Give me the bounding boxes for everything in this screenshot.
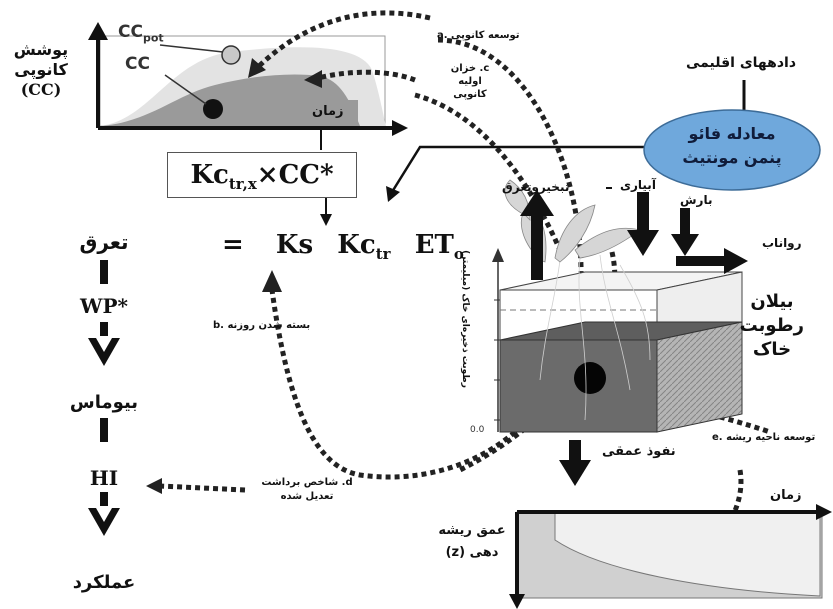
kc-rest: ×CC* [256,160,334,190]
root-zone-marker [574,362,606,394]
arrow-adjusted-hi [159,483,246,493]
irrigation-label: آبیاری [620,178,656,192]
annotation-a: a. توسعه کانوپی [437,30,520,41]
cc-x-axis-label: زمان [312,104,344,119]
wp-label: WP* [80,294,128,318]
kc-formula-box: Kctr,x×CC* [167,152,357,198]
hi-label: HI [89,466,119,490]
penman-monteith-ellipse [643,109,821,191]
cc-marker [203,99,223,119]
cc-pot-sub: pot [142,31,164,45]
climate-data-label: دادههای اقلیمی [686,55,797,71]
water-flow-arrows [520,190,748,486]
annotation-c: c. خزان اولیه کانوپی [440,62,500,101]
deep-percolation-label: نفوذ عمقی [602,444,676,459]
left-chain-arrows [88,260,120,536]
soil-y-axis-label: رطوبت ذخیره‌ای خاک (میلیمتر) [460,250,470,388]
annotation-e: e. توسعه ناحیه ریشه [712,432,816,443]
cc-y-axis-label: پوشش کانوپی (CC) [6,40,76,100]
runoff-label: رواناب [762,236,802,250]
root-depth-line2: دهی (z) [445,545,499,560]
arrow-senescence-2 [414,92,563,252]
ellipse-line2: پنمن مونتیث [682,148,782,167]
cc-y-label-line1: پوشش [13,40,69,59]
biomass-label: بیوماس [69,392,139,413]
eq-kctr: Kctr [337,230,391,264]
cc-pot-label: CCpot [118,22,164,44]
kc-sub: tr,x [228,175,257,194]
balance-line2: رطوبت [739,315,804,336]
balance-line1: بیلان [750,291,794,312]
cc-area [100,74,360,126]
eq-kctr-main: Kc [337,230,376,260]
root-time-label: زمان [770,488,802,503]
soil-block [492,248,743,433]
root-depth-chart [509,504,832,609]
eq-eto-sub: o [453,245,464,264]
yield-label: عملکرد [72,572,136,593]
ellipse-line1: معادله فائو [688,124,776,143]
rain-label: بارش [680,193,713,207]
soil-zero-tick: 0.0 [470,425,485,435]
cc-y-label-line3: (CC) [20,80,62,99]
transpiration-equation: = Ks Kctr ETo [222,230,464,263]
root-depth-label: عمق ریشه دهی (z) [432,520,512,564]
annotation-c-line2: اولیه [458,76,482,87]
eq-ks: Ks [275,230,314,260]
transpiration-label: تعرق [79,230,129,254]
annotation-c-line1: c. خزان [450,63,490,74]
root-depth-line1: عمق ریشه [438,523,506,538]
evapotranspiration-label: تبخیروتعرق [502,180,570,194]
eq-eto: ETo [414,230,464,264]
balance-line3: خاک [752,339,792,360]
arrow-early-senescence [317,69,416,83]
annotation-d: d. شاخص برداشت تعدیل شده [252,476,362,504]
canopy-chart [88,22,408,136]
time-label-box [300,100,358,126]
cc-label: CC [125,54,150,74]
eq-eto-main: ET [414,230,454,260]
annotation-d-line1: d. شاخص برداشت [261,477,353,488]
annotation-d-line2: تعدیل شده [280,491,334,502]
eq-sign: = [222,230,244,260]
kc-main: Kc [190,160,229,190]
formula-connectors [320,80,746,226]
annotation-c-line3: کانوپی [453,89,487,100]
soil-balance-label: بیلان رطوبت خاک [740,290,804,362]
eq-kctr-sub: tr [375,245,391,264]
annotation-b: b. بسته شدن روزنه [213,320,311,331]
cc-pot-main: CC [118,22,143,42]
cc-y-label-line2: کانوپی [14,60,68,79]
cc-pot-marker [221,45,241,65]
penman-monteith-label: معادله فائو پنمن مونتیث [650,122,814,170]
